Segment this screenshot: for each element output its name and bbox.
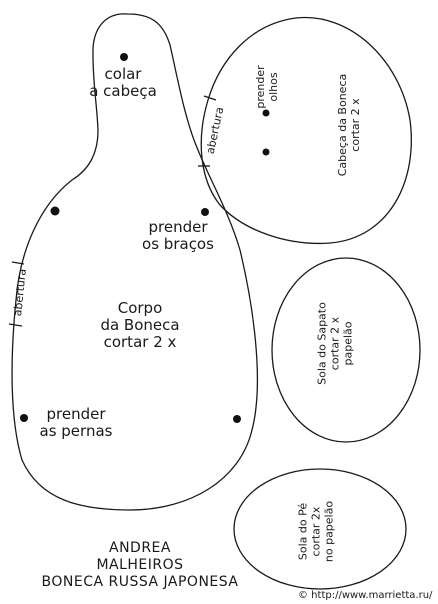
author-credit: ANDREA MALHEIROS BONECA RUSSA JAPONESA bbox=[41, 540, 239, 590]
body-opening-tick-top bbox=[11, 261, 25, 265]
left-arm-dot bbox=[50, 206, 60, 216]
head-opening-tick-top bbox=[203, 95, 217, 101]
body-piece-outline bbox=[11, 13, 259, 511]
left-leg-dot bbox=[20, 414, 28, 422]
foot-sole-title-label: Sola do Pé cortar 2x no papelão bbox=[296, 500, 336, 563]
eye-dot-bottom bbox=[262, 148, 270, 156]
watermark-url: © http://www.marrietta.ru/ bbox=[298, 590, 433, 601]
glue-head-dot bbox=[120, 53, 128, 61]
attach-legs-label: prender as pernas bbox=[39, 405, 113, 440]
body-title-label: Corpo da Boneca cortar 2 x bbox=[100, 299, 180, 351]
shoe-sole-outline bbox=[271, 257, 421, 443]
head-piece-outline bbox=[200, 16, 412, 245]
head-title-label: Cabeça da Boneca cortar 2 x bbox=[336, 73, 362, 177]
right-leg-dot bbox=[233, 415, 241, 423]
shoe-sole-title-label: Sola do Sapato cortar 2 x papelão bbox=[315, 302, 355, 385]
glue-head-label: colar a cabeça bbox=[89, 65, 157, 100]
right-arm-dot bbox=[201, 208, 209, 216]
attach-arms-label: prender os braços bbox=[142, 218, 214, 253]
body-opening-tick-bottom bbox=[8, 323, 23, 327]
eye-dot-top bbox=[262, 109, 270, 117]
attach-eyes-label: prender olhos bbox=[254, 65, 280, 109]
foot-sole-outline bbox=[233, 468, 407, 590]
